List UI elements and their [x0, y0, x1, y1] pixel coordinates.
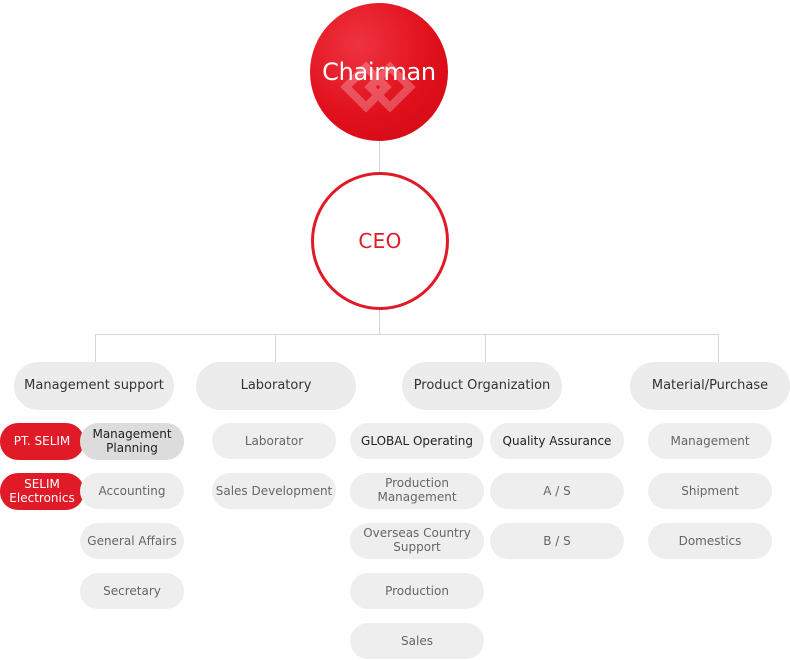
- production-management-label: Production Management: [377, 476, 457, 504]
- sales-development-item: Sales Development: [212, 473, 336, 509]
- sales-item: Sales: [350, 623, 484, 659]
- accounting-item: Accounting: [80, 473, 184, 509]
- material-purchase-label: Material/Purchase: [651, 378, 769, 394]
- shipment-label: Shipment: [681, 483, 739, 498]
- management-support-connector: [95, 334, 96, 362]
- management-planning-label: Management Planning: [92, 426, 172, 455]
- overseas-country-support-label: Overseas Country Support: [363, 526, 471, 554]
- management-planning-item: Management Planning: [80, 423, 184, 460]
- company-logo-watermark: [340, 61, 416, 113]
- product-organization-label: Product Organization: [413, 378, 551, 394]
- chairman-node: Chairman: [310, 3, 448, 141]
- as-label: A / S: [543, 483, 571, 498]
- ceo-label: CEO: [358, 229, 402, 253]
- ceo-node: CEO: [311, 172, 449, 310]
- selim-electronics-label: SELIM Electronics: [9, 476, 75, 505]
- product-organization-department: Product Organization: [402, 362, 562, 410]
- product-organization-connector: [485, 334, 486, 362]
- material-purchase-department: Material/Purchase: [630, 362, 790, 410]
- selim-electronics-affiliate: SELIM Electronics: [0, 473, 84, 510]
- production-item: Production: [350, 573, 484, 609]
- shipment-item: Shipment: [648, 473, 772, 509]
- management-support-label: Management support: [24, 378, 164, 394]
- overseas-country-support-item: Overseas Country Support: [350, 523, 484, 559]
- global-operating-item: GLOBAL Operating: [350, 423, 484, 459]
- sales-label: Sales: [401, 633, 433, 648]
- laboratory-label: Laboratory: [240, 378, 312, 394]
- ceo-stem-connector: [379, 310, 380, 334]
- pt-selim-label: PT. SELIM: [13, 433, 71, 448]
- sales-development-label: Sales Development: [215, 483, 333, 498]
- management-support-department: Management support: [14, 362, 174, 410]
- laboratory-connector: [275, 334, 276, 362]
- as-item: A / S: [490, 473, 624, 509]
- global-operating-label: GLOBAL Operating: [361, 433, 473, 448]
- chairman-ceo-connector: [379, 141, 380, 172]
- general-affairs-label: General Affairs: [87, 533, 177, 548]
- general-affairs-item: General Affairs: [80, 523, 184, 559]
- secretary-item: Secretary: [80, 573, 184, 609]
- domestics-label: Domestics: [678, 533, 742, 548]
- quality-assurance-label: Quality Assurance: [502, 433, 612, 448]
- management-label: Management: [670, 433, 750, 448]
- pt-selim-affiliate: PT. SELIM: [0, 423, 84, 460]
- laborator-item: Laborator: [212, 423, 336, 459]
- quality-assurance-item: Quality Assurance: [490, 423, 624, 459]
- secretary-label: Secretary: [103, 583, 161, 598]
- production-management-item: Production Management: [350, 473, 484, 509]
- laboratory-department: Laboratory: [196, 362, 356, 410]
- bs-item: B / S: [490, 523, 624, 559]
- management-item: Management: [648, 423, 772, 459]
- domestics-item: Domestics: [648, 523, 772, 559]
- laborator-label: Laborator: [244, 433, 304, 448]
- production-label: Production: [385, 583, 449, 598]
- material-purchase-connector: [718, 334, 719, 362]
- accounting-label: Accounting: [98, 483, 166, 498]
- chairman-label: Chairman: [322, 58, 436, 86]
- bs-label: B / S: [543, 533, 571, 548]
- department-bus-line: [95, 334, 718, 335]
